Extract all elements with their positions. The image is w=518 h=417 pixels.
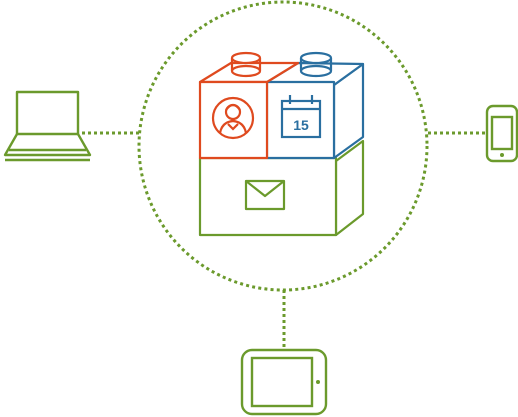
mail-block bbox=[198, 139, 365, 237]
connector-lines bbox=[82, 131, 486, 350]
laptop-icon bbox=[3, 90, 92, 162]
phone-icon bbox=[485, 104, 518, 163]
contact-icon bbox=[211, 96, 255, 140]
calendar-day: 15 bbox=[293, 117, 309, 133]
tablet-icon bbox=[240, 348, 328, 416]
hub-circle bbox=[137, 0, 429, 292]
calendar-icon: 15 bbox=[280, 95, 322, 139]
mail-icon bbox=[244, 179, 286, 211]
